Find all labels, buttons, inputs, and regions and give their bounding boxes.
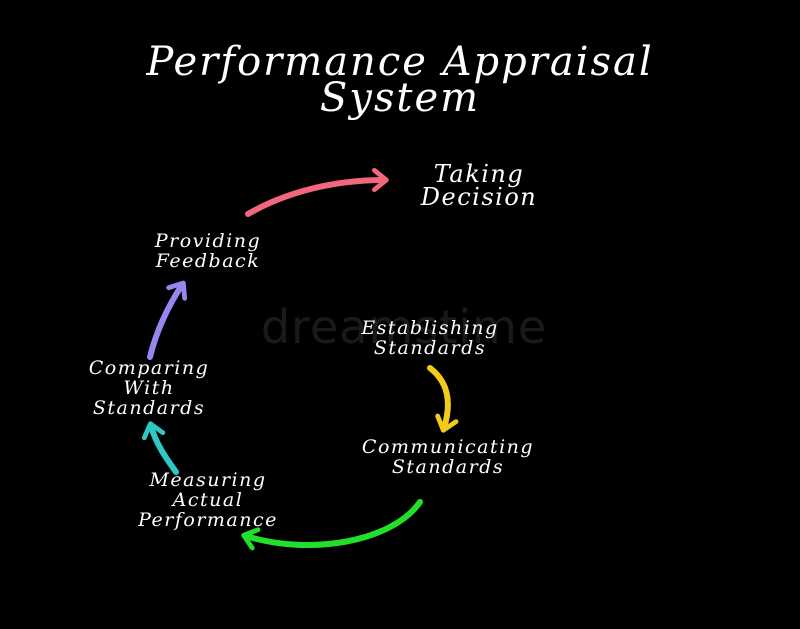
step-label-line: Feedback	[155, 250, 261, 272]
step-providing-feedback: Providing Feedback	[118, 231, 298, 271]
step-label-line: Providing	[154, 230, 262, 252]
arrow-comparing-to-providing	[147, 280, 188, 360]
arrow-communicating-to-measuring	[241, 499, 423, 551]
step-label-line: Measuring	[149, 469, 267, 491]
step-measuring-actual-performance: Measuring Actual Performance	[100, 470, 316, 530]
watermark: dreamstime	[260, 300, 548, 354]
step-label-line: Standards	[92, 397, 206, 419]
step-label-line: Performance	[138, 509, 278, 531]
diagram-title-line-2: System	[319, 75, 481, 121]
step-label-line: Standards	[391, 456, 505, 478]
step-label-line: Communicating	[361, 436, 535, 458]
diagram-title-line-1: Performance Appraisal	[146, 39, 654, 85]
step-communicating-standards: Communicating Standards	[310, 437, 586, 477]
step-label-line: Comparing	[88, 357, 210, 379]
step-comparing-with-standards: Comparing With Standards	[52, 358, 246, 418]
step-establishing-standards: Establishing Standards	[320, 318, 540, 358]
step-label-line: Actual	[172, 489, 244, 511]
step-label-line: Taking	[433, 160, 525, 188]
arrow-establishing-to-communicating	[427, 365, 459, 433]
arrow-providing-to-taking	[245, 168, 389, 217]
step-label-line: Establishing	[361, 317, 499, 339]
arrow-measuring-to-comparing	[141, 421, 179, 475]
step-taking-decision: Taking Decision	[384, 160, 574, 211]
step-label-line: Decision	[420, 183, 538, 211]
step-label-line: With	[123, 377, 175, 399]
step-label-line: Standards	[373, 337, 487, 359]
